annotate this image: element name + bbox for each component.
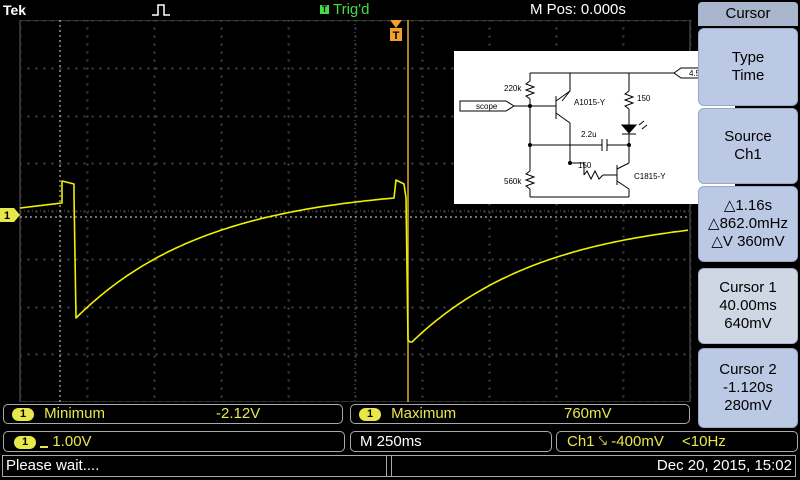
maximum-measurement[interactable]: 1 Maximum 760mV [350,404,690,424]
r-bottom-label: 560k [504,177,522,186]
trigger-status: T Trig'd [320,1,369,18]
maximum-label: Maximum [391,405,457,422]
cursor-2-voltage: 280mV [724,397,772,414]
channel-1-ground-marker: 1 [0,208,20,222]
cursor-1-voltage: 640mV [724,315,772,332]
capacitor-label: 2.2u [581,130,597,139]
delta-frequency: △862.0mHz [708,215,788,232]
cursor-type-button[interactable]: Type Time [698,28,798,106]
cursor-source-value: Ch1 [734,146,762,163]
trigger-edge-icon [152,4,170,16]
minimum-label: Minimum [44,405,106,422]
cursor-2-label: Cursor 2 [719,361,777,378]
minimum-value: -2.12V [216,405,261,422]
graticule: T 1 [0,20,692,402]
cursor-2-time: -1.120s [722,379,774,396]
cursor-source-label: Source [724,128,772,145]
channel-badge: 1 [359,407,381,421]
cursor-menu-title: Cursor [698,2,798,26]
cursor-source-button[interactable]: Source Ch1 [698,108,798,184]
cursor-type-value: Time [731,67,765,84]
settings-row: 1 1.00V M 250ms Ch1 ⤥ -400mV <10Hz [0,431,800,453]
channel-1-scale[interactable]: 1 1.00V [3,431,345,452]
r-base-label: 150 [578,161,592,170]
channel-1-waveform [19,179,689,343]
circuit-schematic-inset: 4.5V scope 220k 560k 150 150 2.2u A1015-… [454,51,735,204]
minimum-measurement[interactable]: 1 Minimum -2.12V [3,404,343,424]
cursor-1-label: Cursor 1 [719,279,777,296]
brand-logo: Tek [3,2,27,18]
status-message: Please wait.... [2,455,392,477]
trigger-status-text: Trig'd [333,1,370,18]
cursor-delta-readout[interactable]: △1.16s △862.0mHz △V 360mV [698,186,798,262]
svg-text:T: T [393,30,400,42]
channel-1-scale-value: 1.00V [52,433,92,450]
message-row: Please wait.... Dec 20, 2015, 15:02 [0,455,800,479]
dc-coupling-icon [40,446,49,448]
channel-badge: 1 [12,407,34,421]
channel-badge: 1 [14,435,36,449]
scope-label: scope [476,102,498,111]
r-collector-label: 150 [637,94,651,103]
cursor-type-label: Type [731,49,765,66]
delta-voltage: △V 360mV [711,233,785,250]
trigger-frequency: <10Hz [682,433,726,450]
trigger-source-level: Ch1 ⤥ -400mV [567,433,664,450]
cursor-1-time: 40.00ms [719,297,777,314]
channel-marker-label: 1 [4,210,10,222]
date-time: Dec 20, 2015, 15:02 [386,455,796,477]
horizontal-position: M Pos: 0.000s [530,1,626,18]
measurement-row: 1 Minimum -2.12V 1 Maximum 760mV [0,403,694,425]
supply-label: 4.5V [689,69,706,78]
q2-label: C1815-Y [634,172,666,181]
trigger-settings[interactable]: Ch1 ⤥ -400mV <10Hz [556,431,798,452]
q1-label: A1015-Y [574,98,606,107]
delta-time: △1.16s [723,197,773,214]
maximum-value: 760mV [564,405,612,422]
cursor-1-button[interactable]: Cursor 1 40.00ms 640mV [698,268,798,344]
trigger-icon: T [320,4,329,14]
timebase[interactable]: M 250ms [350,431,552,452]
top-status-bar: Tek T Trig'd M Pos: 0.000s [0,0,694,20]
waveform-display[interactable]: T 1 [0,20,735,402]
cursor-2-button[interactable]: Cursor 2 -1.120s 280mV [698,348,798,428]
r-top-label: 220k [504,84,522,93]
trigger-position-marker: T [390,20,402,42]
